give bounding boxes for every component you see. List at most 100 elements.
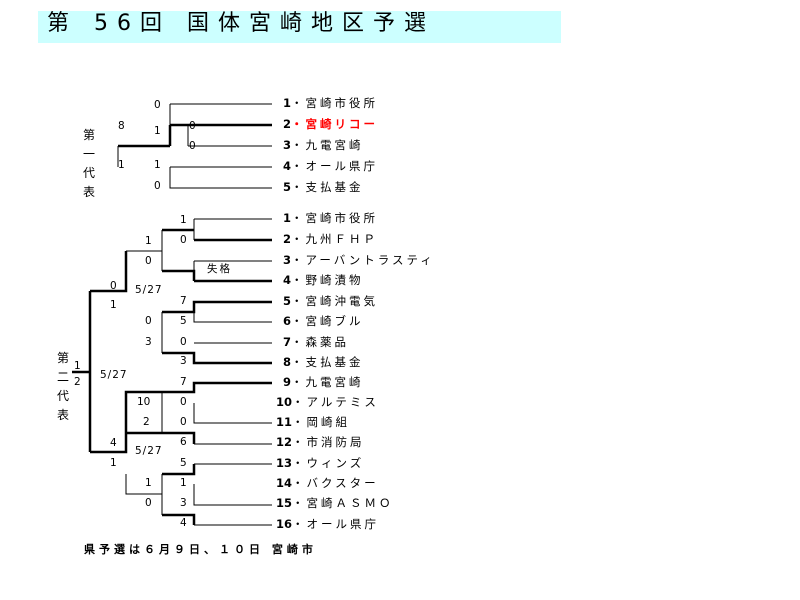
- team-num: 11: [276, 415, 293, 429]
- team-num: 5: [283, 180, 292, 194]
- team-num: 2: [283, 232, 292, 246]
- match-date: 5/27: [100, 369, 128, 381]
- score: 4: [110, 437, 117, 449]
- score: 4: [180, 517, 187, 529]
- label-char: 表: [82, 185, 95, 199]
- team-name: ・宮崎ＡＳＭＯ: [292, 496, 394, 510]
- score: 3: [180, 355, 187, 367]
- team-num: 7: [283, 335, 292, 349]
- team-name: ・バクスター: [292, 476, 379, 490]
- score: 2: [74, 376, 81, 388]
- team-num: 3: [283, 138, 292, 152]
- label-char: 第: [56, 351, 69, 365]
- team-num: 5: [283, 294, 292, 308]
- team-num: 2: [283, 117, 292, 131]
- score: 10: [137, 396, 151, 408]
- team-name: ・オール県庁: [291, 159, 379, 173]
- score: 1: [110, 457, 117, 469]
- score: 3: [145, 336, 152, 348]
- team-entry-winner: 2・宮崎リコー: [283, 117, 378, 131]
- team-name: ・オール県庁: [292, 517, 380, 531]
- team-entry: 7・森薬品: [283, 335, 350, 349]
- team-num: 9: [283, 375, 292, 389]
- group2-label: 第 二 代 表: [56, 349, 70, 425]
- team-entry: 5・宮崎沖電気: [283, 294, 379, 308]
- team-num: 1: [283, 211, 292, 225]
- team-name: ・宮崎市役所: [291, 211, 379, 225]
- team-entry: 2・九州ＦＨＰ: [283, 232, 379, 246]
- team-entry: 9・九電宮崎: [283, 375, 364, 389]
- match-date: 5/27: [135, 445, 163, 457]
- score: 1: [110, 299, 117, 311]
- team-num: 6: [283, 314, 292, 328]
- team-entry: 12・市消防局: [276, 435, 365, 449]
- team-name: ・宮崎沖電気: [291, 294, 379, 308]
- score: 0: [154, 180, 161, 192]
- team-name: ・九電宮崎: [291, 138, 364, 152]
- score: 0: [154, 99, 161, 111]
- score: 5: [180, 457, 187, 469]
- label-char: 表: [56, 408, 69, 422]
- score: 3: [180, 497, 187, 509]
- score: 1: [145, 477, 152, 489]
- label-char: 二: [56, 370, 69, 384]
- team-num: 10: [276, 395, 293, 409]
- score: 0: [180, 234, 187, 246]
- team-entry: 6・宮崎ブル: [283, 314, 364, 328]
- team-name: ・ウィンズ: [292, 456, 365, 470]
- team-entry: 13・ウィンズ: [276, 456, 365, 470]
- team-entry: 16・オール県庁: [276, 517, 380, 531]
- score: 1: [180, 214, 187, 226]
- team-entry: 14・バクスター: [276, 476, 379, 490]
- score: 0: [145, 497, 152, 509]
- team-name: ・九電宮崎: [291, 375, 364, 389]
- team-name: ・市消防局: [292, 435, 365, 449]
- team-name: ・支払基金: [291, 180, 364, 194]
- score: 1: [118, 159, 125, 171]
- footer-note: 県予選は６月９日、１０日 宮崎市: [84, 543, 317, 556]
- score: 8: [118, 120, 125, 132]
- team-entry: 5・支払基金: [283, 180, 364, 194]
- score: 0: [180, 396, 187, 408]
- team-num: 13: [276, 456, 293, 470]
- match-date: 5/27: [135, 284, 163, 296]
- score: 1: [145, 235, 152, 247]
- team-entry: 3・九電宮崎: [283, 138, 364, 152]
- team-name: ・野崎漬物: [291, 273, 364, 287]
- team-num: 16: [276, 517, 293, 531]
- team-num: 8: [283, 355, 292, 369]
- team-entry: 4・野崎漬物: [283, 273, 364, 287]
- score: 0: [189, 140, 196, 152]
- team-name: ・森薬品: [291, 335, 350, 349]
- team-name: ・宮崎市役所: [291, 96, 379, 110]
- forfeit-note: 失格: [207, 263, 232, 275]
- score: 0: [180, 336, 187, 348]
- label-char: 第: [82, 128, 95, 142]
- team-name: ・岡崎組: [292, 415, 351, 429]
- team-entry: 11・岡崎組: [276, 415, 351, 429]
- team-name: ・九州ＦＨＰ: [291, 232, 379, 246]
- team-num: 4: [283, 159, 292, 173]
- score: 1: [180, 477, 187, 489]
- label-char: 一: [82, 147, 95, 161]
- team-name: ・支払基金: [291, 355, 364, 369]
- score: 0: [189, 120, 196, 132]
- team-entry: 1・宮崎市役所: [283, 96, 379, 110]
- page-title: 第 56回 国体宮崎地区予選: [47, 11, 435, 36]
- score: 5: [180, 315, 187, 327]
- team-num: 4: [283, 273, 292, 287]
- team-name: ・宮崎ブル: [291, 314, 364, 328]
- team-entry: 10・アルテミス: [276, 395, 379, 409]
- title-banner: [38, 11, 561, 43]
- score: 0: [145, 255, 152, 267]
- score: 2: [143, 416, 150, 428]
- group1-label: 第 一 代 表: [82, 126, 96, 202]
- team-num: 14: [276, 476, 293, 490]
- score: 0: [145, 315, 152, 327]
- team-num: 12: [276, 435, 293, 449]
- score: 1: [154, 125, 161, 137]
- label-char: 代: [82, 166, 95, 180]
- score: 7: [180, 295, 187, 307]
- team-entry: 15・宮崎ＡＳＭＯ: [276, 496, 394, 510]
